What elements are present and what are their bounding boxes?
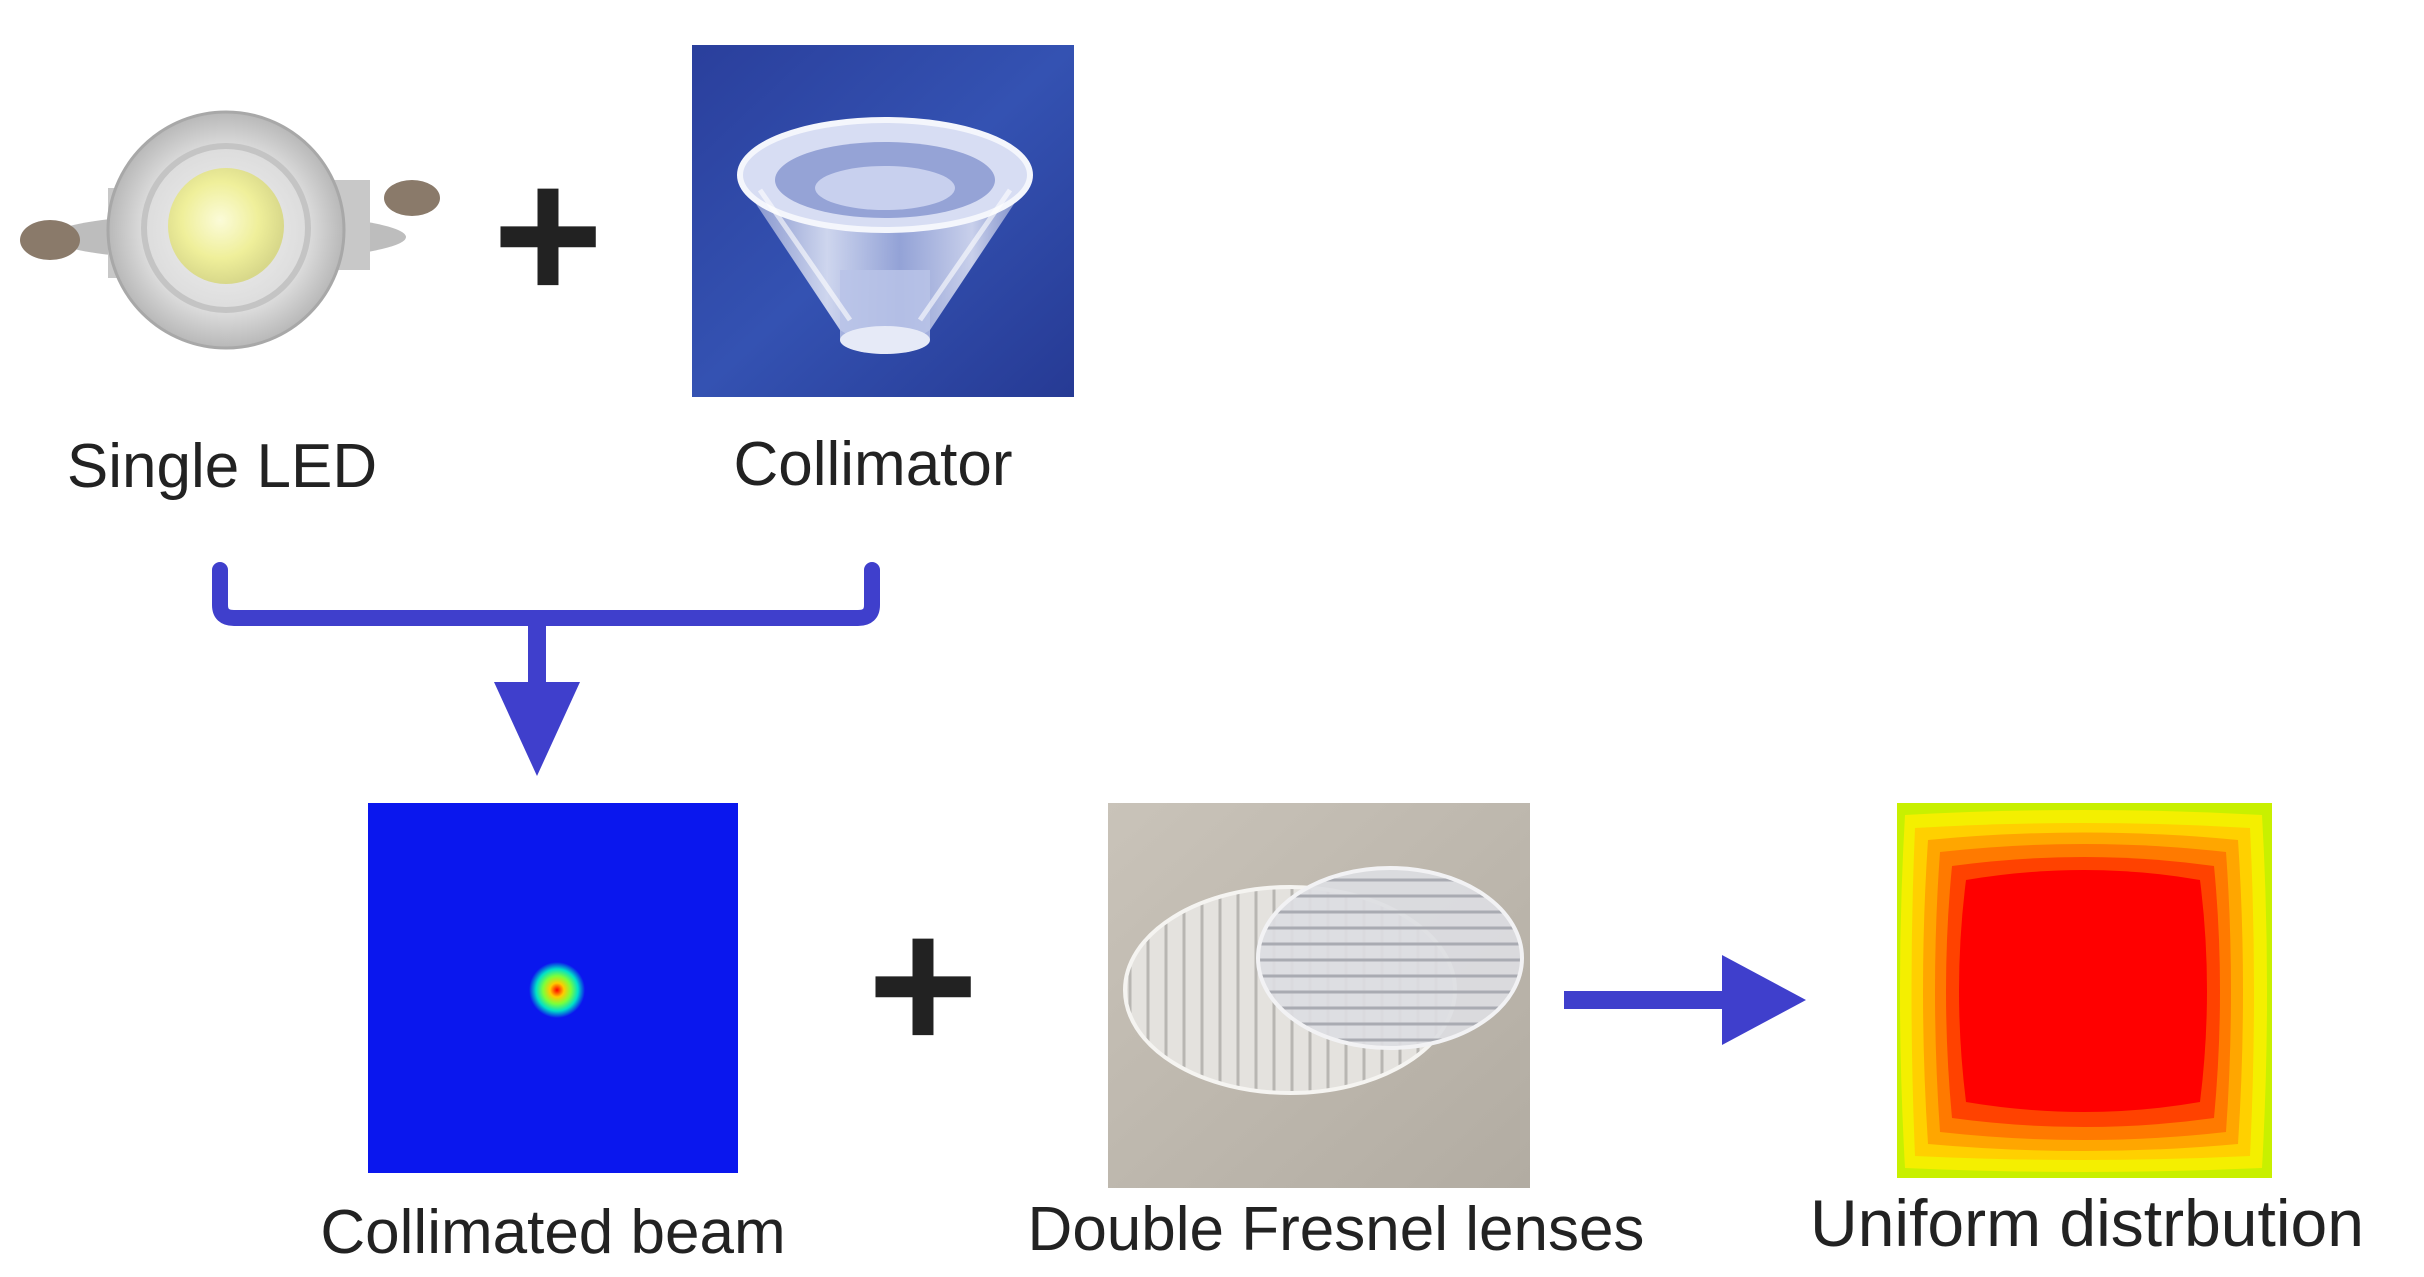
double-fresnel-label: Double Fresnel lenses [1028, 1195, 1645, 1264]
uniform-distribution-label: Uniform distrbution [1810, 1186, 2364, 1260]
uniform-distribution-plot [1897, 803, 2272, 1178]
bracket-arrow [212, 562, 880, 776]
plus-symbol-top: + [493, 129, 604, 341]
fresnel-lenses-photo [1108, 803, 1530, 1188]
collimated-beam-label: Collimated beam [320, 1198, 785, 1267]
single-led-label: Single LED [67, 432, 377, 501]
led-photo [10, 80, 470, 370]
collimator-label: Collimator [733, 430, 1012, 499]
right-arrow [1564, 955, 1806, 1045]
plus-symbol-bottom: + [868, 879, 979, 1091]
beam-spot-plot [368, 803, 738, 1173]
collimator-photo [692, 45, 1074, 397]
